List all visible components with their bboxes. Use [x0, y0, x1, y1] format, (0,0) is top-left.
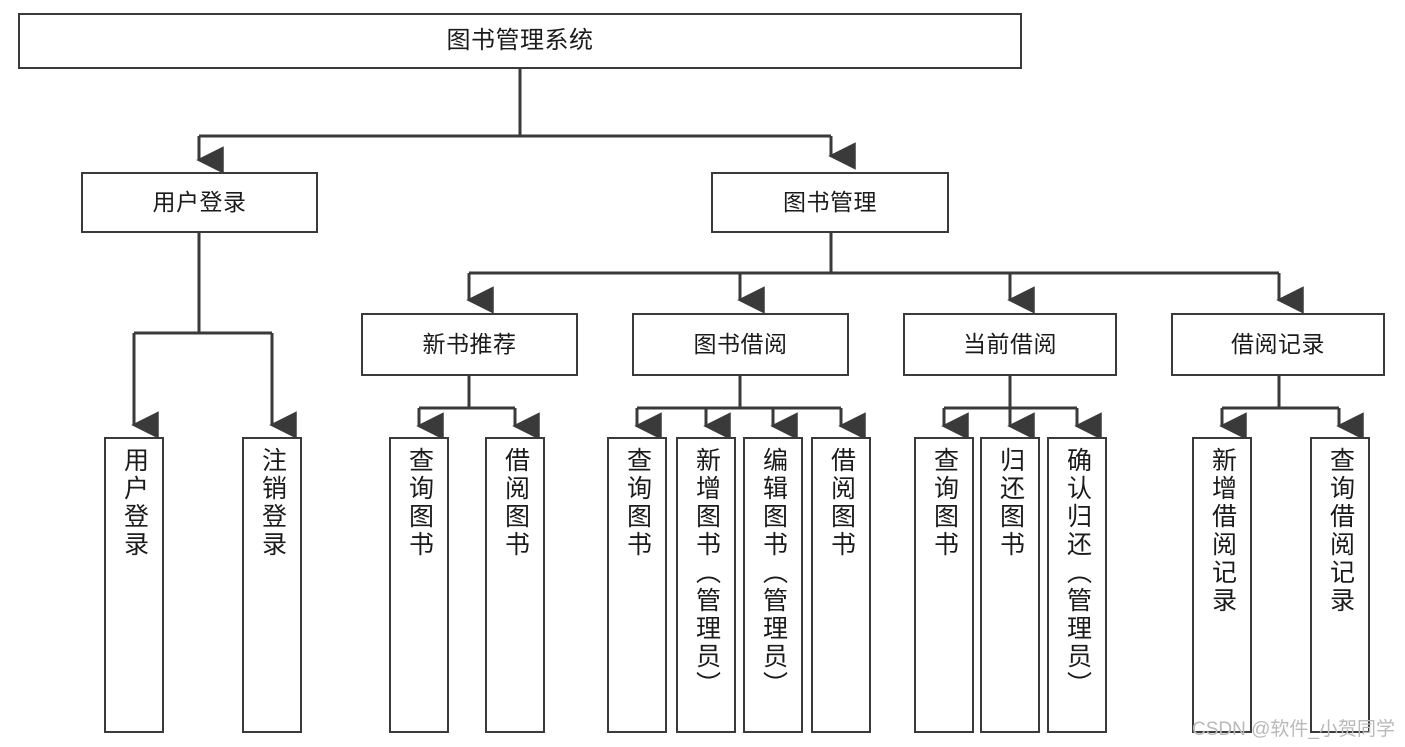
leaf-book-borrow-borrow-label: 借阅图书 [827, 447, 856, 559]
leaf-book-borrow-add[interactable]: 新增图书（管理员） [676, 437, 736, 733]
leaf-user-login-logout[interactable]: 注销登录 [242, 437, 302, 733]
leaf-new-books-borrow-label: 借阅图书 [501, 447, 530, 559]
node-new-book-recommend[interactable]: 新书推荐 [361, 313, 578, 376]
leaf-current-borrow-return[interactable]: 归还图书 [980, 437, 1040, 733]
node-book-management[interactable]: 图书管理 [711, 172, 949, 233]
node-book-borrow[interactable]: 图书借阅 [632, 313, 849, 376]
leaf-borrow-records-query-label: 查询借阅记录 [1326, 447, 1355, 615]
leaf-new-books-borrow[interactable]: 借阅图书 [485, 437, 545, 733]
node-new-book-recommend-label: 新书推荐 [422, 331, 517, 358]
leaf-current-borrow-return-label: 归还图书 [996, 447, 1025, 559]
leaf-borrow-records-add-label: 新增借阅记录 [1208, 447, 1237, 615]
node-current-borrow[interactable]: 当前借阅 [903, 313, 1117, 376]
leaf-new-books-query-label: 查询图书 [405, 447, 434, 559]
leaf-borrow-records-add[interactable]: 新增借阅记录 [1192, 437, 1252, 733]
node-user-login-label: 用户登录 [152, 189, 247, 216]
leaf-new-books-query[interactable]: 查询图书 [389, 437, 449, 733]
leaf-user-login-login-label: 用户登录 [120, 447, 149, 559]
leaf-user-login-logout-label: 注销登录 [258, 447, 287, 559]
leaf-current-borrow-confirm-return-label: 确认归还（管理员） [1063, 447, 1092, 699]
leaf-current-borrow-query-label: 查询图书 [930, 447, 959, 559]
node-book-management-label: 图书管理 [783, 189, 877, 216]
leaf-book-borrow-borrow[interactable]: 借阅图书 [811, 437, 871, 733]
leaf-book-borrow-edit[interactable]: 编辑图书（管理员） [743, 437, 803, 733]
node-user-login[interactable]: 用户登录 [81, 172, 318, 233]
node-root[interactable]: 图书管理系统 [18, 13, 1022, 69]
leaf-book-borrow-query[interactable]: 查询图书 [607, 437, 667, 733]
leaf-current-borrow-query[interactable]: 查询图书 [914, 437, 974, 733]
node-borrow-records-label: 借阅记录 [1231, 331, 1325, 358]
node-root-label: 图书管理系统 [446, 27, 594, 55]
leaf-book-borrow-edit-label: 编辑图书（管理员） [759, 447, 788, 699]
leaf-user-login-login[interactable]: 用户登录 [104, 437, 164, 733]
node-current-borrow-label: 当前借阅 [963, 331, 1057, 358]
leaf-book-borrow-query-label: 查询图书 [623, 447, 652, 559]
node-borrow-records[interactable]: 借阅记录 [1171, 313, 1385, 376]
node-book-borrow-label: 图书借阅 [693, 331, 788, 358]
leaf-borrow-records-query[interactable]: 查询借阅记录 [1310, 437, 1370, 733]
leaf-current-borrow-confirm-return[interactable]: 确认归还（管理员） [1047, 437, 1107, 733]
csdn-watermark: CSDN @软件_小贺同学 [1192, 719, 1395, 740]
leaf-book-borrow-add-label: 新增图书（管理员） [692, 447, 721, 699]
